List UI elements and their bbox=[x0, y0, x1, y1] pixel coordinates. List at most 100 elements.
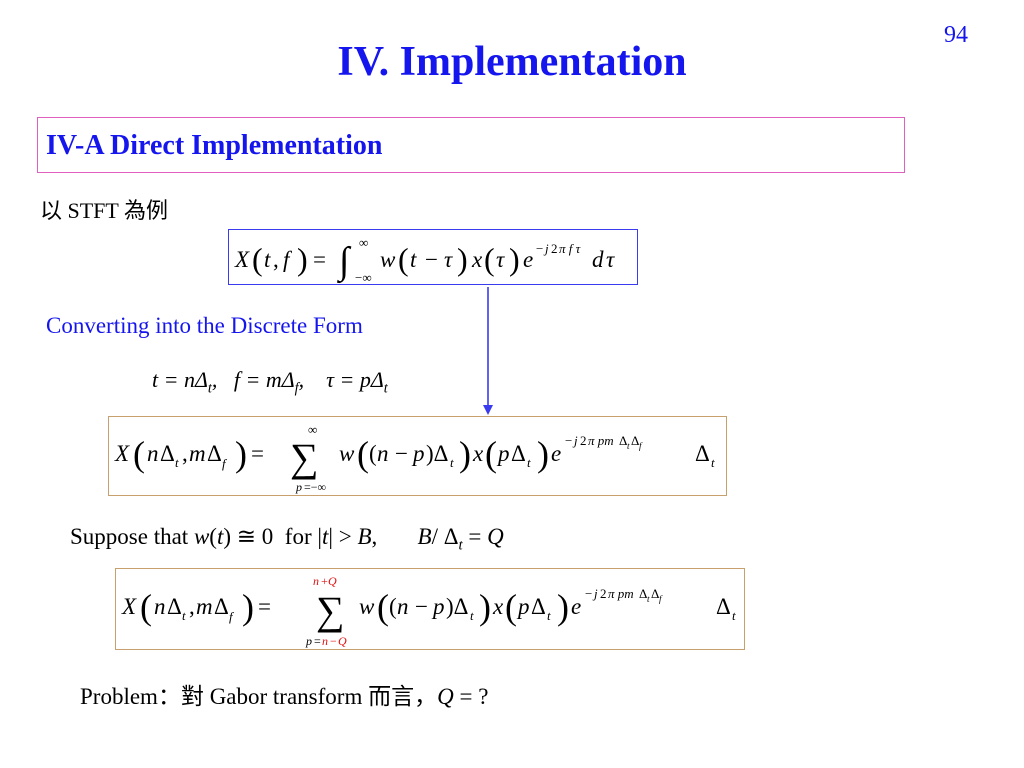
svg-text:Δ: Δ bbox=[207, 441, 222, 466]
svg-text:p: p bbox=[411, 441, 425, 466]
svg-text:∑: ∑ bbox=[290, 435, 319, 480]
svg-text:Δ: Δ bbox=[167, 594, 182, 619]
svg-text:): ) bbox=[297, 241, 308, 277]
svg-text:,: , bbox=[273, 247, 279, 272]
svg-text:t: t bbox=[264, 247, 271, 272]
svg-text:): ) bbox=[509, 241, 520, 277]
svg-text:p: p bbox=[516, 594, 530, 619]
svg-text:Δ: Δ bbox=[619, 433, 627, 448]
svg-text:∞: ∞ bbox=[359, 235, 368, 250]
stft-continuous-formula: X ( t , f ) = ∫ ∞ −∞ w ( t − τ ) x ( τ )… bbox=[228, 229, 638, 285]
svg-text:n: n bbox=[322, 634, 328, 648]
svg-text:f: f bbox=[222, 456, 228, 471]
svg-text:j: j bbox=[572, 433, 578, 448]
svg-text:t: t bbox=[527, 455, 531, 470]
svg-text:w: w bbox=[359, 594, 375, 619]
converting-label: Converting into the Discrete Form bbox=[46, 313, 363, 338]
svg-text:): ) bbox=[557, 587, 569, 627]
svg-text:t: t bbox=[410, 247, 417, 272]
svg-text:=: = bbox=[313, 247, 326, 272]
suppose-statement: Suppose that w(t) ≅ 0 for |t| > B, B/ Δt… bbox=[70, 524, 504, 554]
svg-text:X: X bbox=[114, 441, 130, 466]
svg-text:=: = bbox=[258, 594, 271, 619]
svg-text:t: t bbox=[450, 455, 454, 470]
svg-text:π f τ: π f τ bbox=[559, 241, 582, 256]
slide-title: IV. Implementation bbox=[337, 39, 687, 85]
svg-text:−: − bbox=[425, 247, 438, 272]
svg-text:Δ: Δ bbox=[631, 433, 639, 448]
svg-text:(: ( bbox=[369, 441, 377, 466]
svg-text:2: 2 bbox=[600, 586, 607, 601]
svg-text:−: − bbox=[415, 594, 428, 619]
svg-text:j: j bbox=[592, 586, 598, 601]
svg-text:(: ( bbox=[357, 434, 369, 474]
svg-text:n: n bbox=[313, 574, 319, 588]
svg-text:e: e bbox=[551, 441, 561, 466]
svg-text:n: n bbox=[377, 441, 389, 466]
problem-statement: Problem：對 Gabor transform 而言，Q = ? bbox=[80, 684, 489, 709]
svg-text:w: w bbox=[339, 441, 355, 466]
svg-text:t: t bbox=[470, 608, 474, 623]
svg-text:=: = bbox=[314, 634, 321, 648]
svg-text:Δ: Δ bbox=[214, 594, 229, 619]
svg-text:): ) bbox=[459, 434, 471, 474]
svg-text:=−∞: =−∞ bbox=[304, 480, 326, 494]
stft-discrete-formula: X ( n Δ t , m Δ f ) = ∞ ∑ p =−∞ w ( ( n … bbox=[108, 416, 727, 496]
svg-text:w: w bbox=[380, 247, 396, 272]
svg-text:,: , bbox=[182, 441, 188, 466]
svg-text:(: ( bbox=[484, 241, 495, 277]
page-number: 94 bbox=[944, 22, 968, 48]
svg-text:(: ( bbox=[377, 587, 389, 627]
svg-text:+: + bbox=[321, 574, 328, 588]
svg-text:p: p bbox=[496, 441, 510, 466]
svg-text:Δ: Δ bbox=[511, 441, 526, 466]
svg-text:n: n bbox=[397, 594, 409, 619]
svg-text:f: f bbox=[639, 441, 643, 451]
svg-text:τ: τ bbox=[444, 247, 453, 272]
svg-text:t: t bbox=[627, 441, 630, 451]
svg-text:Δ: Δ bbox=[651, 586, 659, 601]
svg-text:t: t bbox=[547, 608, 551, 623]
svg-text:t: t bbox=[175, 455, 179, 470]
discretization-substitution: t = nΔt, f = mΔf, τ = pΔt bbox=[152, 367, 388, 397]
svg-text:j: j bbox=[543, 241, 549, 256]
svg-text:n: n bbox=[147, 441, 159, 466]
svg-text:t: t bbox=[732, 608, 736, 623]
svg-text:∑: ∑ bbox=[316, 588, 345, 633]
svg-text:)Δ: )Δ bbox=[426, 441, 448, 466]
svg-text:f: f bbox=[229, 609, 235, 624]
svg-text:p: p bbox=[295, 480, 302, 494]
svg-text:p: p bbox=[305, 634, 312, 648]
svg-text:Δ: Δ bbox=[531, 594, 546, 619]
svg-text:(: ( bbox=[505, 587, 517, 627]
svg-text:∫: ∫ bbox=[337, 240, 352, 284]
svg-text:,: , bbox=[189, 594, 195, 619]
intro-text: 以 STFT 為例 bbox=[40, 198, 168, 223]
svg-text:t: t bbox=[711, 455, 715, 470]
svg-text:t: t bbox=[647, 594, 650, 604]
svg-text:(: ( bbox=[140, 587, 152, 627]
svg-text:n: n bbox=[154, 594, 166, 619]
svg-text:−: − bbox=[536, 241, 543, 256]
stft-continuous-formula-graphic: X ( t , f ) = ∫ ∞ −∞ w ( t − τ ) x ( τ )… bbox=[234, 235, 615, 285]
svg-text:(: ( bbox=[133, 434, 145, 474]
stft-discrete-formula-graphic: X ( n Δ t , m Δ f ) = ∞ ∑ p =−∞ w ( ( n … bbox=[114, 422, 715, 494]
svg-text:−∞: −∞ bbox=[355, 270, 372, 285]
svg-text:τ: τ bbox=[496, 247, 505, 272]
svg-text:f: f bbox=[283, 247, 293, 272]
svg-text:=: = bbox=[251, 441, 264, 466]
svg-text:−: − bbox=[330, 634, 337, 648]
svg-text:π pm: π pm bbox=[608, 586, 634, 601]
stft-finite-sum-formula: X ( n Δ t , m Δ f ) = n + Q ∑ p = n − Q … bbox=[115, 568, 745, 650]
svg-text:x: x bbox=[472, 441, 484, 466]
svg-text:e: e bbox=[523, 247, 533, 272]
svg-text:): ) bbox=[457, 241, 468, 277]
svg-text:−: − bbox=[585, 586, 592, 601]
svg-text:Q: Q bbox=[328, 574, 337, 588]
svg-text:2: 2 bbox=[551, 241, 558, 256]
svg-text:(: ( bbox=[389, 594, 397, 619]
svg-text:∞: ∞ bbox=[308, 422, 317, 437]
svg-text:2: 2 bbox=[580, 433, 587, 448]
svg-text:p: p bbox=[431, 594, 445, 619]
down-arrow-icon bbox=[483, 287, 493, 415]
